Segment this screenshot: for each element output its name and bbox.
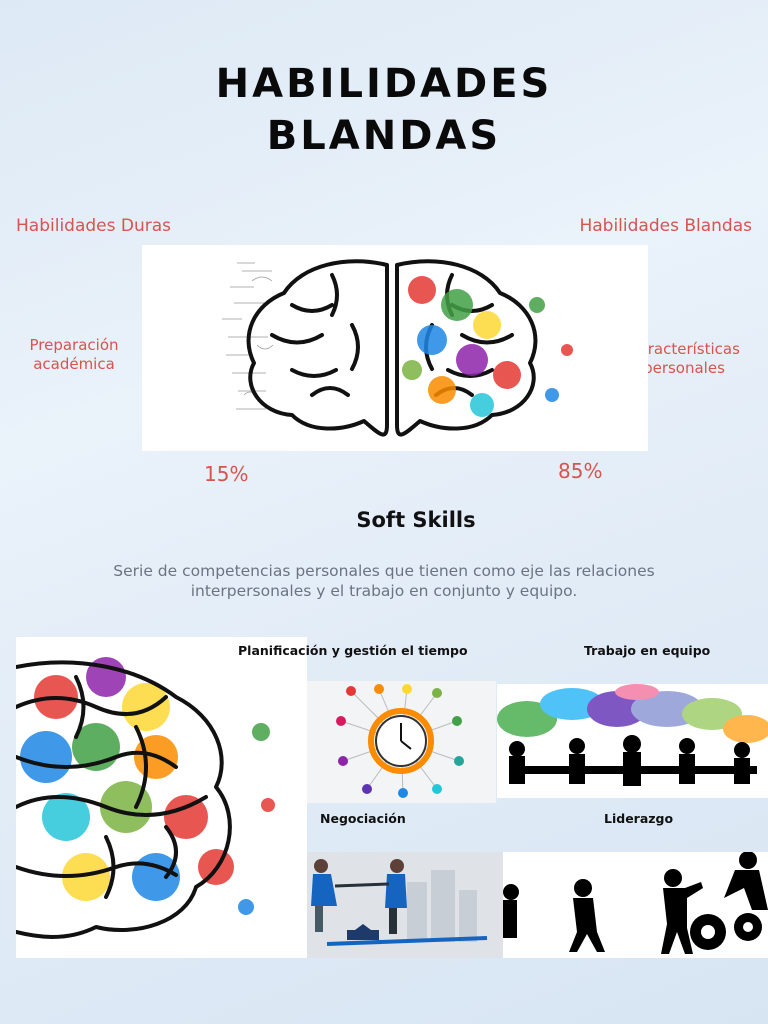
hard-skills-heading: Habilidades Duras <box>16 216 172 236</box>
section-title: Soft Skills <box>356 508 476 532</box>
hard-desc-line-1: Preparación <box>29 336 119 354</box>
hard-skills-percent: 15% <box>204 462 249 486</box>
title-line-2: BLANDAS <box>266 113 502 159</box>
brain-illustration <box>142 245 648 451</box>
clock-infographic-icon <box>307 681 496 803</box>
soft-desc-line-2: personales <box>643 359 725 377</box>
team-meeting-icon <box>497 684 768 798</box>
skill-label-leadership: Liderazgo <box>604 811 674 826</box>
skill-label-negotiation: Negociación <box>320 811 406 826</box>
title-line-1: HABILIDADES <box>215 61 553 107</box>
soft-desc-line-1: Características <box>628 340 740 358</box>
description-line-2: interpersonales y el trabajo en conjunto… <box>190 582 578 600</box>
page-title: HABILIDADES BLANDAS <box>0 58 768 162</box>
skill-label-teamwork: Trabajo en equipo <box>584 643 711 658</box>
soft-skills-percent: 85% <box>558 459 603 483</box>
description: Serie de competencias personales que tie… <box>0 561 768 601</box>
skill-label-time-management: Planificación y gestión el tiempo <box>238 643 468 658</box>
hard-desc-line-2: académica <box>33 355 115 373</box>
hard-skills-description: Preparación académica <box>6 336 142 374</box>
soft-skills-heading: Habilidades Blandas <box>579 216 752 236</box>
soft-skills-description: Características personales <box>600 340 768 378</box>
leadership-icon <box>503 851 768 958</box>
colorful-brain-image <box>14 637 307 958</box>
handshake-icon <box>307 852 503 958</box>
description-line-1: Serie de competencias personales que tie… <box>113 562 655 580</box>
